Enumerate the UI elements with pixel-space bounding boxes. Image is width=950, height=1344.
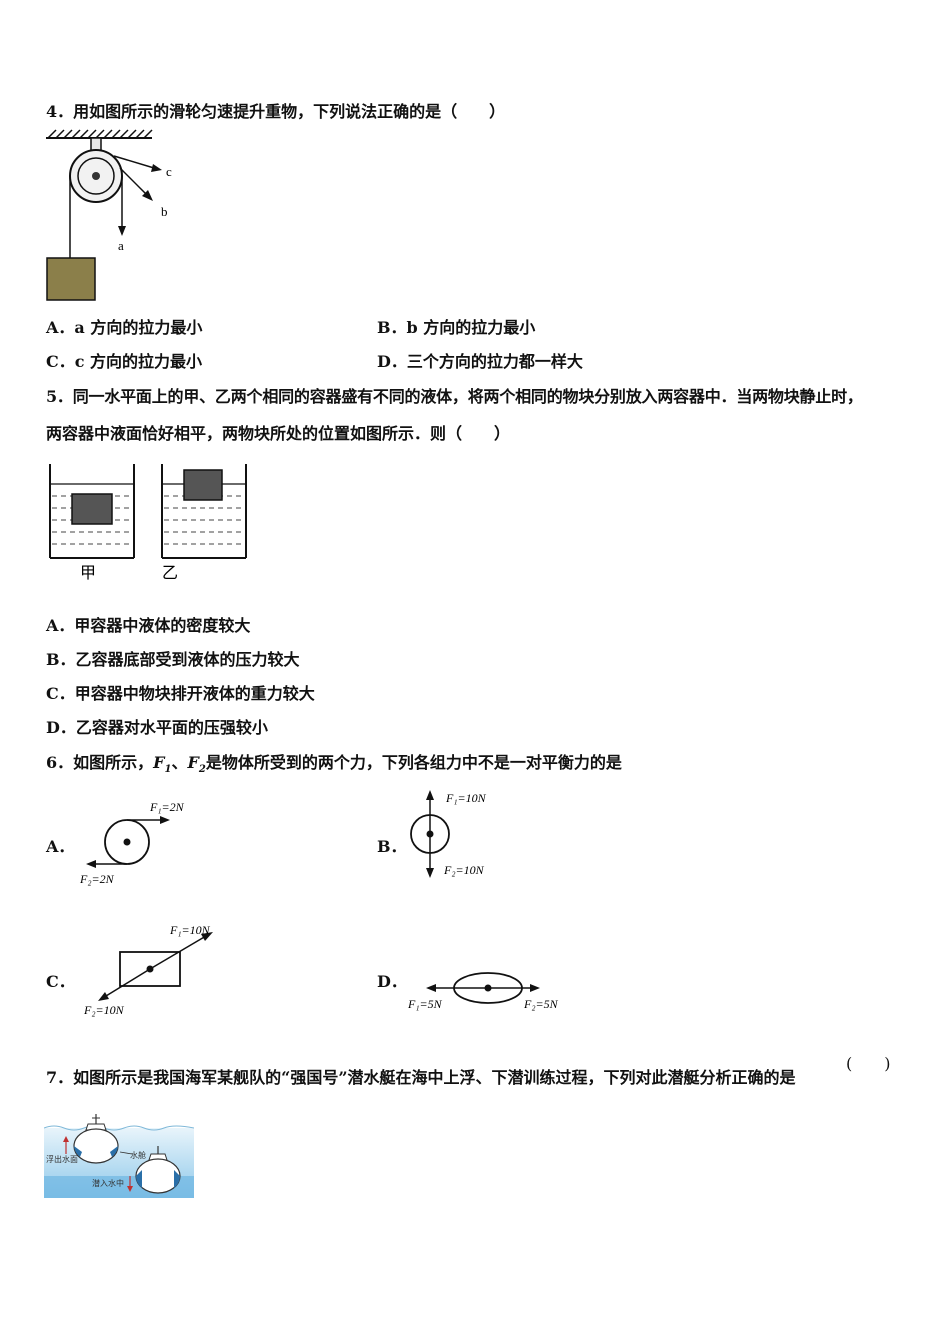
q4-label-a: a <box>118 238 124 253</box>
q6-figure-a[interactable]: F₁=2N F₂=2N <box>76 795 206 891</box>
q7-stem: 7．如图所示是我国海军某舰队的“强国号”潜水艇在海中上浮、下潜训练过程，下列对此… <box>46 1068 796 1087</box>
submarine-surfacing <box>63 1114 119 1164</box>
q6-figure-b[interactable]: F₁=10N F₂=10N <box>400 784 510 884</box>
q5-option-d[interactable]: D．乙容器对水平面的压强较小 <box>46 718 268 737</box>
q6d-f1-label: F₁=5N <box>407 997 443 1011</box>
q5-option-a[interactable]: A．甲容器中液体的密度较大 <box>46 616 251 635</box>
q6-f2-sub: 2 <box>198 764 206 776</box>
q6a-f2-label: F₂=2N <box>79 872 115 886</box>
q4-stem: 4．用如图所示的滑轮匀速提升重物，下列说法正确的是（ ） <box>46 102 506 121</box>
q6-sep: 、 <box>171 753 188 772</box>
q6c-f1-label: F₁=10N <box>169 923 211 937</box>
q6-option-c-letter[interactable]: C． <box>46 972 75 991</box>
q6-figure-c[interactable]: F₁=10N F₂=10N <box>80 918 230 1020</box>
q6d-f2-label: F₂=5N <box>523 997 559 1011</box>
q4-option-d[interactable]: D．三个方向的拉力都一样大 <box>377 352 583 371</box>
q7-answer-bracket[interactable]: ( ) <box>846 1054 891 1073</box>
q6-stem-pre: 6．如图所示， <box>46 753 154 772</box>
label-dive: 潜入水中 <box>92 1178 124 1188</box>
label-jia: 甲 <box>80 565 96 582</box>
q6-f1-sub: 1 <box>164 764 172 776</box>
q5-stem-line1: 5．同一水平面上的甲、乙两个相同的容器盛有不同的液体，将两个相同的物块分别放入两… <box>46 387 863 406</box>
q5-stem-line2: 两容器中液面恰好相平，两物块所处的位置如图所示．则（ ） <box>46 424 511 443</box>
q6b-f2-label: F₂=10N <box>443 863 485 877</box>
q5-option-b[interactable]: B．乙容器底部受到液体的压力较大 <box>46 650 300 669</box>
container-jia <box>49 464 135 559</box>
container-yi <box>161 464 247 559</box>
q6-f2: F <box>187 753 199 772</box>
q6-figure-d[interactable]: F₁=5N F₂=5N <box>404 964 574 1016</box>
q6-option-b-letter[interactable]: B． <box>377 837 407 856</box>
q4-label-c: c <box>166 164 172 179</box>
q6-stem: 6．如图所示，F1、F2是物体所受到的两个力，下列各组力中不是一对平衡力的是 <box>46 753 622 780</box>
q6a-f1-label: F₁=2N <box>149 800 185 814</box>
q6c-f2-label: F₂=10N <box>83 1003 125 1017</box>
q5-containers-figure: 甲 乙 <box>49 464 247 582</box>
q7-submarine-figure: 浮出水面 水舱 潜入水中 <box>44 1114 194 1198</box>
q6b-f1-label: F₁=10N <box>445 791 487 805</box>
q4-option-c[interactable]: C．c 方向的拉力最小 <box>46 352 203 371</box>
label-yi: 乙 <box>162 565 178 582</box>
q6-option-d-letter[interactable]: D． <box>377 972 407 991</box>
q6-f1: F <box>153 753 165 772</box>
q4-pulley-figure: c b a <box>46 129 172 301</box>
q4-label-b: b <box>161 204 168 219</box>
q4-option-b[interactable]: B．b 方向的拉力最小 <box>377 318 536 337</box>
label-tank: 水舱 <box>130 1150 146 1160</box>
q4-option-a[interactable]: A．a 方向的拉力最小 <box>46 318 203 337</box>
q6-option-a-letter[interactable]: A． <box>46 837 75 856</box>
submarine-diving <box>127 1146 181 1194</box>
label-float: 浮出水面 <box>46 1154 78 1164</box>
q6-stem-post: 是物体所受到的两个力，下列各组力中不是一对平衡力的是 <box>205 753 622 772</box>
q5-option-c[interactable]: C．甲容器中物块排开液体的重力较大 <box>46 684 315 703</box>
